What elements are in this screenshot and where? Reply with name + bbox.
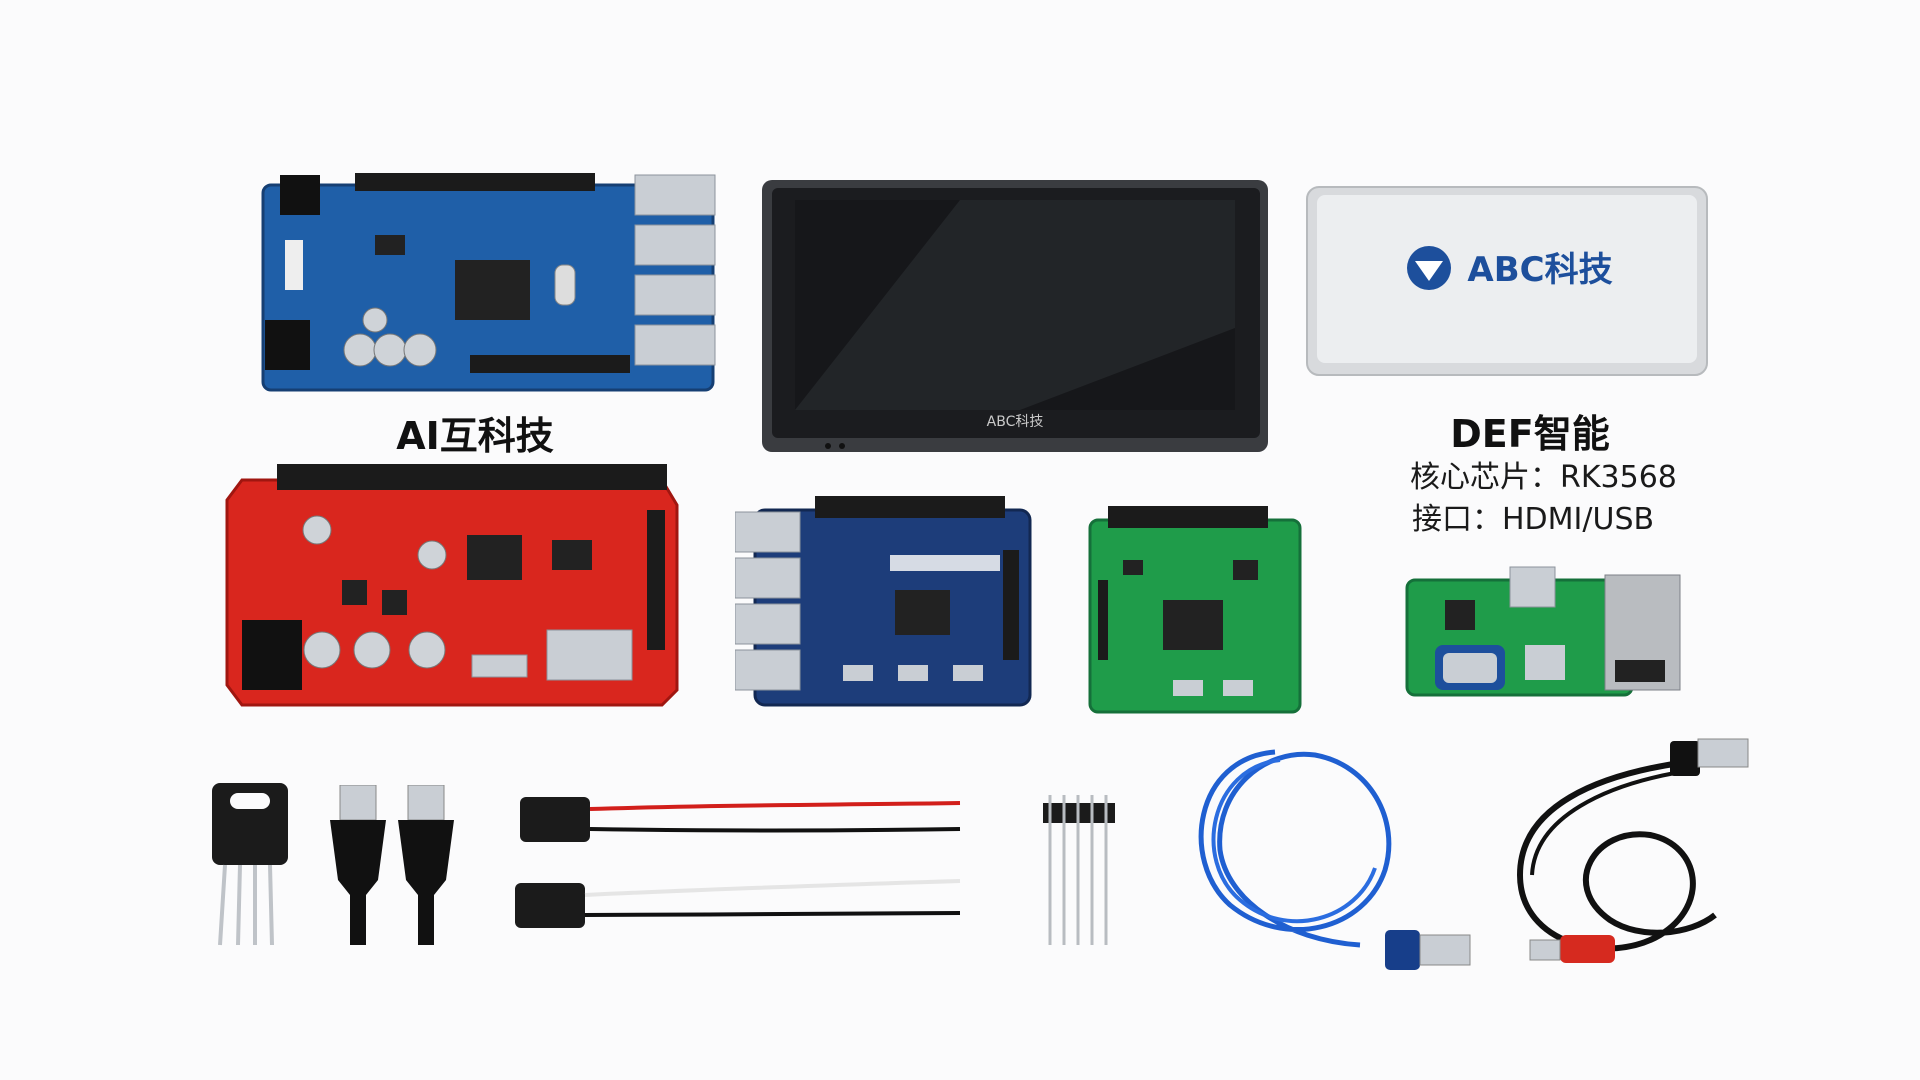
- blue-usb-cable: [1198, 749, 1471, 970]
- pin-header: [1043, 795, 1115, 945]
- board-label-ai: AI互科技: [396, 414, 554, 458]
- navy-dev-board: [735, 496, 1032, 707]
- small-io-board: [1405, 566, 1681, 697]
- display-brand-text: ABC科技: [987, 414, 1044, 430]
- blue-dev-board-large: [261, 173, 716, 392]
- red-dev-board: [225, 464, 679, 707]
- case-logo-text: ABC科技: [1467, 250, 1612, 290]
- green-dev-board: [1088, 506, 1302, 714]
- black-usb-cable: [1516, 738, 1749, 963]
- aluminum-case: ABC科技: [1306, 186, 1708, 376]
- spec-interface: 接口：HDMI/USB: [1412, 502, 1655, 537]
- jst-wire-connectors: [515, 797, 961, 928]
- spec-chip: 核心芯片：RK3568: [1410, 460, 1677, 495]
- touch-display: ABC科技: [762, 180, 1268, 452]
- voltage-regulator-component: [212, 783, 288, 946]
- case-logo-icon: [1407, 246, 1451, 290]
- board-label-def: DEF智能: [1450, 412, 1610, 456]
- usb-plugs: [330, 785, 454, 945]
